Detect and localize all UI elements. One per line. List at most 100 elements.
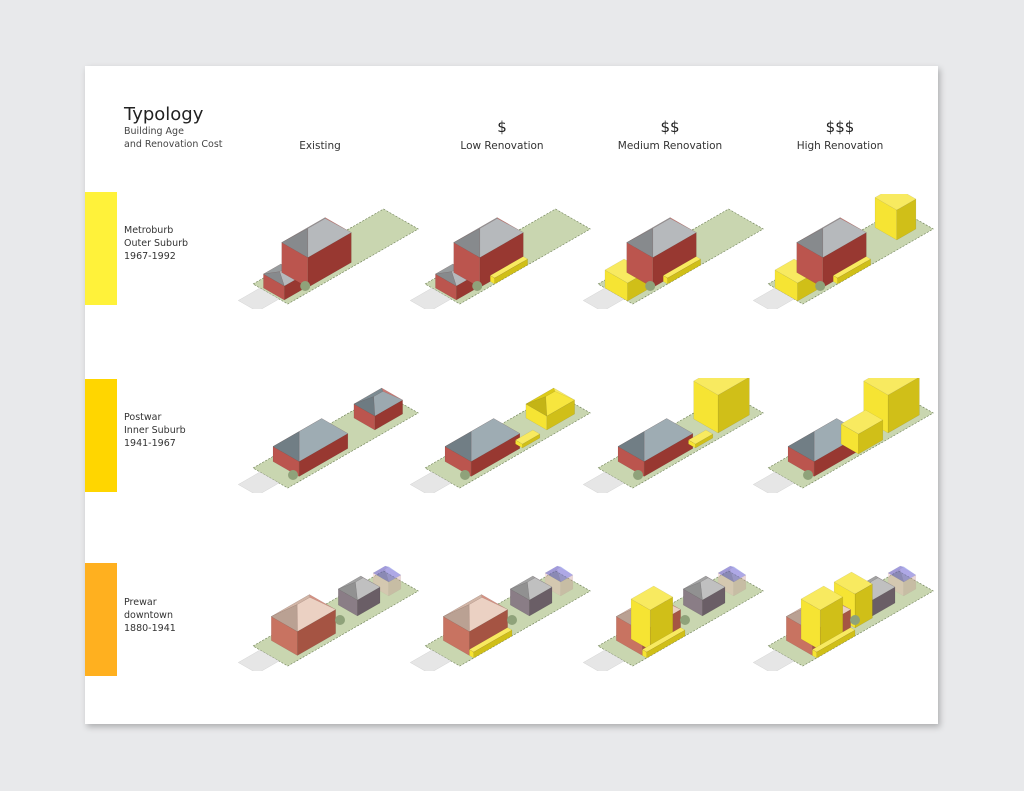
cost-symbol: $ [497,118,507,136]
addition-deck-top [688,429,714,445]
illustration-prewar-high [752,565,934,671]
cost-symbol [235,118,405,138]
driveway [409,649,452,671]
column-header-high: $$$ High Renovation [755,118,925,152]
distant-roof-hip [717,568,735,583]
addition-roof-front [545,391,576,417]
subtitle-line: Building Age [124,126,184,137]
addition-roof-hip [525,396,548,417]
illustration-postwar-high [752,378,934,493]
garage-roof-hip [353,396,376,417]
driveway [582,649,625,671]
page-subtitle: Building Age and Renovation Cost [124,125,223,151]
addition-two-storey-top [863,378,919,396]
distant-house-front [560,574,574,597]
distant-house-top [717,565,747,583]
addition-rear-top [833,571,873,595]
distant-house-front [903,574,917,597]
house-roof-hip [442,604,470,632]
house-roof-hip [626,228,654,258]
house-roof-hip [796,228,824,258]
driveway [237,471,280,493]
row-label-line: 1941-1967 [124,438,176,449]
tree-icon [633,470,644,480]
column-label: Low Renovation [460,140,544,152]
row-label-line: Prewar [124,597,157,608]
distant-roof-front [899,566,917,583]
distant-roof-front [556,566,574,583]
cost-symbol: $$ [660,118,680,136]
garage-roof-hip [434,271,457,287]
house-roof-hip [453,228,481,258]
addition-deck-top [515,429,541,445]
tree-icon [472,281,483,291]
row-label-line: Metroburb [124,225,174,236]
distant-roof-front [384,566,402,583]
garage-roof-hip [262,271,285,287]
tree-icon [803,470,814,480]
row-label-line: Outer Suburb [124,238,189,249]
house-roof-hip [787,431,815,462]
addition-base-top [641,627,686,653]
addition-upper-top [800,585,844,611]
row-color-bar-metroburb [85,192,117,305]
driveway [752,471,795,493]
addition-two-storey-top [693,378,749,396]
distant-roof-back [887,565,905,574]
distant-house-front [733,574,747,597]
tree-icon [507,615,517,625]
tree-icon [288,470,299,480]
neighbour-roof-hip [509,581,530,601]
row-label-line: Inner Suburb [124,425,186,436]
cost-symbol: $$$ [825,118,855,136]
addition-upper-top [630,585,674,611]
row-color-bar-prewar [85,563,117,676]
driveway [582,287,625,309]
column-header-existing: Existing [235,118,405,152]
illustration-metroburb-medium [582,208,764,309]
column-label: Medium Renovation [617,140,723,152]
driveway [752,287,795,309]
addition-porch-top [489,256,529,279]
distant-house-top [372,565,402,583]
distant-roof-hip [544,568,562,583]
addition-base-top [468,627,513,653]
house-roof-hip [617,431,645,462]
distant-roof-hip [372,568,390,583]
illustration-metroburb-high [752,194,934,309]
column-label: High Renovation [796,140,884,152]
row-label-metroburb: Metroburb Outer Suburb 1967-1992 [124,224,188,263]
driveway [409,287,452,309]
distant-house-side [544,572,561,597]
tree-icon [680,615,690,625]
house-roof-hip [270,604,298,632]
illustration-prewar-medium [582,565,764,671]
row-color-bar-postwar [85,379,117,492]
illustration-prewar-existing [237,565,419,671]
row-label-line: Postwar [124,412,162,423]
illustration-postwar-low [409,387,591,493]
distant-roof-hip [887,568,905,583]
row-label-line: 1880-1941 [124,623,176,634]
neighbour-roof-hip [337,581,358,601]
addition-base-top [811,627,856,653]
house-roof-hip [281,228,309,258]
distant-house-side [372,572,389,597]
column-header-medium: $$ Medium Renovation [585,118,755,152]
distant-roof-back [544,565,562,574]
tree-icon [850,615,860,625]
distant-roof-back [717,565,735,574]
distant-house-side [717,572,734,597]
tree-icon [300,281,311,291]
addition-porch-top [662,256,702,279]
garage-roof-front [373,391,404,417]
row-label-postwar: Postwar Inner Suburb 1941-1967 [124,411,186,450]
column-label: Existing [299,140,341,152]
distant-roof-back [372,565,390,574]
illustration-metroburb-existing [237,208,419,309]
row-label-line: 1967-1992 [124,251,176,262]
driveway [237,649,280,671]
tree-icon [460,470,471,480]
distant-house-side [887,572,904,597]
tree-icon [645,281,656,291]
